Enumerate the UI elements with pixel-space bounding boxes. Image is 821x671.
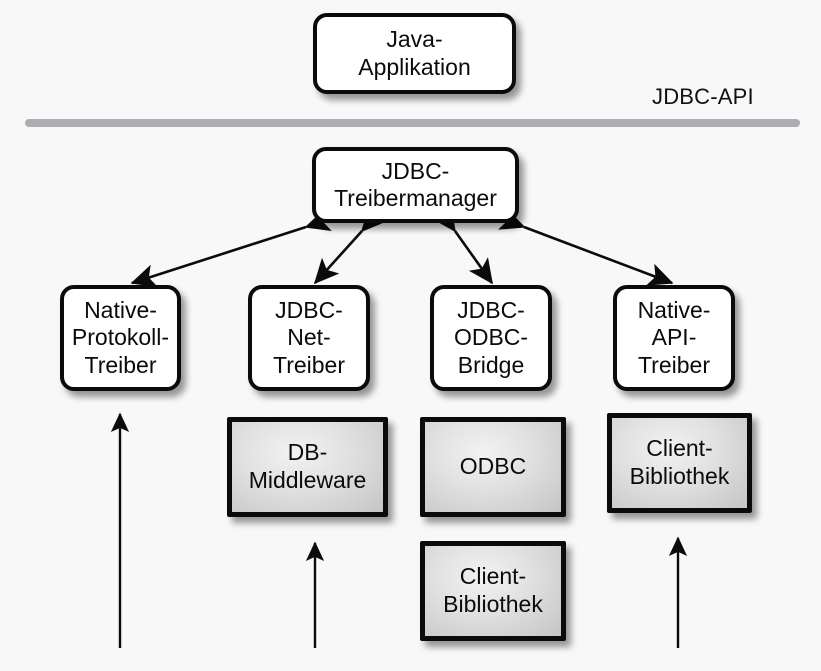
node-jdbc-treibermanager-label: JDBC-Treibermanager xyxy=(334,157,497,211)
jdbc-api-separator-bar xyxy=(25,119,800,127)
box-client-bibliothek-right-label: Client-Bibliothek xyxy=(629,435,730,489)
node-native-api-treiber[interactable]: Native-API-Treiber xyxy=(613,285,735,391)
edge-manager-jdbc-net-treiber xyxy=(313,205,387,285)
box-odbc-label: ODBC xyxy=(459,453,527,480)
node-jdbc-odbc-bridge[interactable]: JDBC-ODBC-Bridge xyxy=(430,285,552,391)
box-client-bibliothek-center-label: Client-Bibliothek xyxy=(443,563,543,617)
edge-manager-jdbc-odbc-bridge xyxy=(431,205,494,285)
node-native-protokoll-treiber[interactable]: Native-Protokoll-Treiber xyxy=(60,285,181,391)
box-db-middleware[interactable]: DB-Middleware xyxy=(227,417,388,517)
jdbc-api-label: JDBC-API xyxy=(652,84,754,109)
box-client-bibliothek-right[interactable]: Client-Bibliothek xyxy=(607,413,752,513)
box-odbc[interactable]: ODBC xyxy=(420,417,566,517)
node-jdbc-net-treiber[interactable]: JDBC-Net-Treiber xyxy=(248,285,370,391)
edge-manager-native-api-treiber xyxy=(497,207,674,286)
node-jdbc-odbc-bridge-label: JDBC-ODBC-Bridge xyxy=(453,297,529,378)
edge-manager-native-protokoll-treiber xyxy=(130,208,332,287)
node-jdbc-treibermanager[interactable]: JDBC-Treibermanager xyxy=(312,147,519,223)
node-java-applikation[interactable]: Java-Applikation xyxy=(313,13,516,94)
node-native-api-treiber-label: Native-API-Treiber xyxy=(637,297,711,378)
box-db-middleware-label: DB-Middleware xyxy=(248,439,367,493)
node-jdbc-net-treiber-label: JDBC-Net-Treiber xyxy=(273,297,345,378)
node-native-protokoll-treiber-label: Native-Protokoll-Treiber xyxy=(71,297,170,378)
box-client-bibliothek-center[interactable]: Client-Bibliothek xyxy=(420,541,566,641)
node-java-applikation-label: Java-Applikation xyxy=(358,26,471,80)
